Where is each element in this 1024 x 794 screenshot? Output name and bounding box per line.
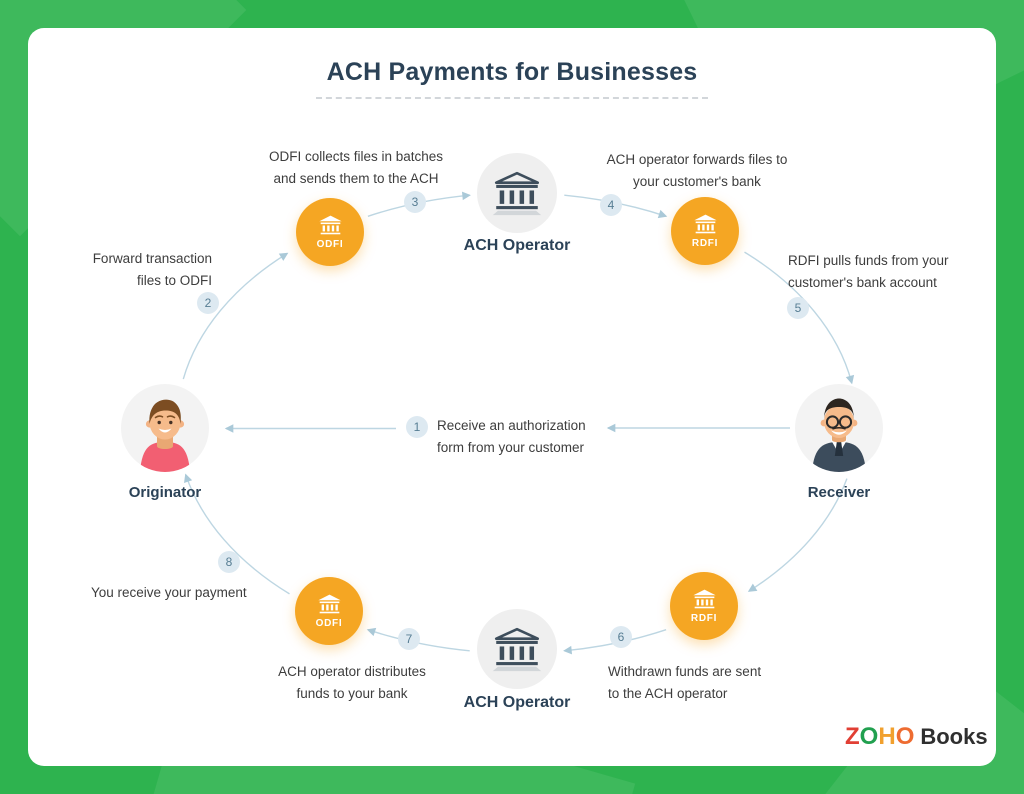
ach-operator-label-top: ACH Operator bbox=[463, 237, 571, 254]
odfi-node-bottom: ODFI bbox=[295, 577, 363, 645]
bank-icon bbox=[691, 589, 718, 610]
zoho-books-logo: Z O H O Books bbox=[845, 723, 988, 751]
odfi-node-top: ODFI bbox=[296, 198, 364, 266]
odfi-label: ODFI bbox=[315, 617, 343, 629]
arrow-step-5 bbox=[744, 251, 855, 385]
receiver-avatar bbox=[795, 384, 883, 472]
step-badge-5: 5 bbox=[787, 297, 809, 319]
bank-building-icon bbox=[491, 627, 543, 672]
ach-operator-node-top bbox=[477, 153, 557, 233]
bank-icon bbox=[317, 215, 344, 236]
originator-label: Originator bbox=[128, 484, 202, 501]
step-3-text: ODFI collects files in batches and sends… bbox=[268, 149, 444, 186]
step-badge-1: 1 bbox=[406, 416, 428, 438]
originator-person-icon bbox=[121, 384, 209, 472]
arrow-step-8 bbox=[184, 473, 290, 595]
logo-letter-z: Z bbox=[845, 723, 860, 750]
step-badge-7: 7 bbox=[398, 628, 420, 650]
rdfi-label: RDFI bbox=[690, 612, 718, 624]
logo-letter-h: H bbox=[878, 723, 896, 750]
logo-suffix: Books bbox=[920, 724, 988, 749]
ach-operator-node-bottom bbox=[477, 609, 557, 689]
arrow-step-2 bbox=[182, 252, 289, 380]
step-badge-2: 2 bbox=[197, 292, 219, 314]
step-badge-6: 6 bbox=[610, 626, 632, 648]
step-2-text: Forward transaction files to ODFI bbox=[92, 251, 212, 288]
title-underline bbox=[316, 97, 708, 99]
receiver-label: Receiver bbox=[807, 484, 871, 501]
step-badge-3: 3 bbox=[404, 191, 426, 213]
rdfi-node-bottom: RDFI bbox=[670, 572, 738, 640]
step-badge-4: 4 bbox=[600, 194, 622, 216]
rdfi-node-top: RDFI bbox=[671, 197, 739, 265]
step-7-text: ACH operator distributes funds to your b… bbox=[278, 664, 426, 701]
logo-letter-o1: O bbox=[859, 723, 879, 750]
bank-icon bbox=[692, 214, 719, 235]
step-1-text: Receive an authorization form from your … bbox=[437, 418, 586, 455]
step-6-text: Withdrawn funds are sent to the ACH oper… bbox=[608, 664, 762, 701]
step-badge-8: 8 bbox=[218, 551, 240, 573]
logo-letter-o2: O bbox=[895, 723, 915, 750]
bank-building-icon bbox=[491, 171, 543, 216]
ach-operator-label-bottom: ACH Operator bbox=[463, 694, 571, 711]
step-5-text: RDFI pulls funds from your customer's ba… bbox=[788, 253, 949, 290]
rdfi-label: RDFI bbox=[691, 237, 719, 249]
step-4-text: ACH operator forwards files to your cust… bbox=[606, 152, 788, 189]
step-8-text: You receive your payment bbox=[91, 585, 247, 600]
page-title: ACH Payments for Businesses bbox=[326, 58, 698, 86]
receiver-person-icon bbox=[795, 384, 883, 472]
bank-icon bbox=[316, 594, 343, 615]
arrow-receiver-to-rdfi bbox=[747, 478, 848, 592]
originator-avatar bbox=[121, 384, 209, 472]
odfi-label: ODFI bbox=[316, 238, 344, 250]
